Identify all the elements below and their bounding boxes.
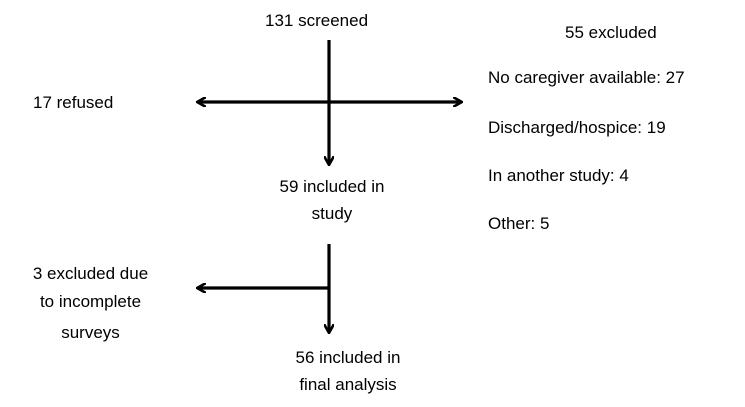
included-line: 59 included in <box>279 177 385 196</box>
refused-label: 17 refused <box>33 93 114 112</box>
excluded-reason: No caregiver available: 27 <box>488 68 685 87</box>
excluded-reason: Discharged/hospice: 19 <box>488 118 666 137</box>
excluded-reason: In another study: 4 <box>488 166 629 185</box>
incomplete-line: 3 excluded due <box>32 264 149 283</box>
incomplete-line: surveys <box>61 323 120 342</box>
excluded-reason: Other: 5 <box>488 214 550 233</box>
included-line: study <box>311 204 353 223</box>
final-line: final analysis <box>299 375 397 394</box>
excluded-title: 55 excluded <box>565 23 657 42</box>
final-line: 56 included in <box>295 348 401 367</box>
screened-label: 131 screened <box>265 11 369 30</box>
incomplete-line: to incomplete <box>39 292 142 311</box>
